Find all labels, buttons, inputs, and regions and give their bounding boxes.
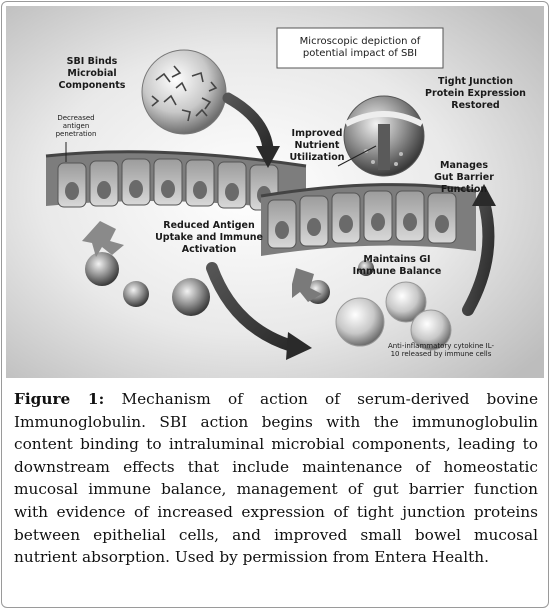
caption-text: Mechanism of action of serum-derived bov…: [14, 390, 538, 567]
tight-junction-sphere: [343, 95, 425, 177]
caption-label: Figure 1:: [14, 390, 105, 408]
left-epithelium: [45, 150, 307, 211]
arrow-heads: [256, 146, 496, 360]
label-improved-nutrient: Improved Nutrient Utilization: [289, 128, 345, 163]
label-reduced-antigen: Reduced Antigen Uptake and Immune Activa…: [155, 220, 263, 255]
mechanism-illustration: Microscopic depiction of potential impac…: [6, 6, 544, 378]
header-box: [276, 27, 444, 69]
label-manages-barrier: Manages Gut Barrier Function: [434, 160, 494, 195]
figure-caption: Figure 1: Mechanism of action of serum-d…: [14, 388, 538, 569]
label-maintains-gi: Maintains GI Immune Balance: [352, 254, 442, 277]
nutrient-pointer: [337, 145, 377, 167]
flow-arrows: [206, 92, 495, 352]
label-sbi-binds: SBI Binds Microbial Components: [58, 56, 126, 91]
label-tight-junction: Tight Junction Protein Expression Restor…: [425, 76, 526, 111]
sbi-microbe-sphere: [141, 49, 227, 135]
label-anti-inflammatory: Anti-inflammatory cytokine IL-10 release…: [387, 342, 495, 358]
right-epithelium: [260, 183, 477, 256]
immune-cells: [82, 221, 452, 351]
label-decreased-antigen: Decreased antigen penetration: [55, 114, 97, 138]
mechanism-diagram: [6, 6, 544, 378]
header-box-title: Microscopic depiction of potential impac…: [299, 36, 421, 59]
